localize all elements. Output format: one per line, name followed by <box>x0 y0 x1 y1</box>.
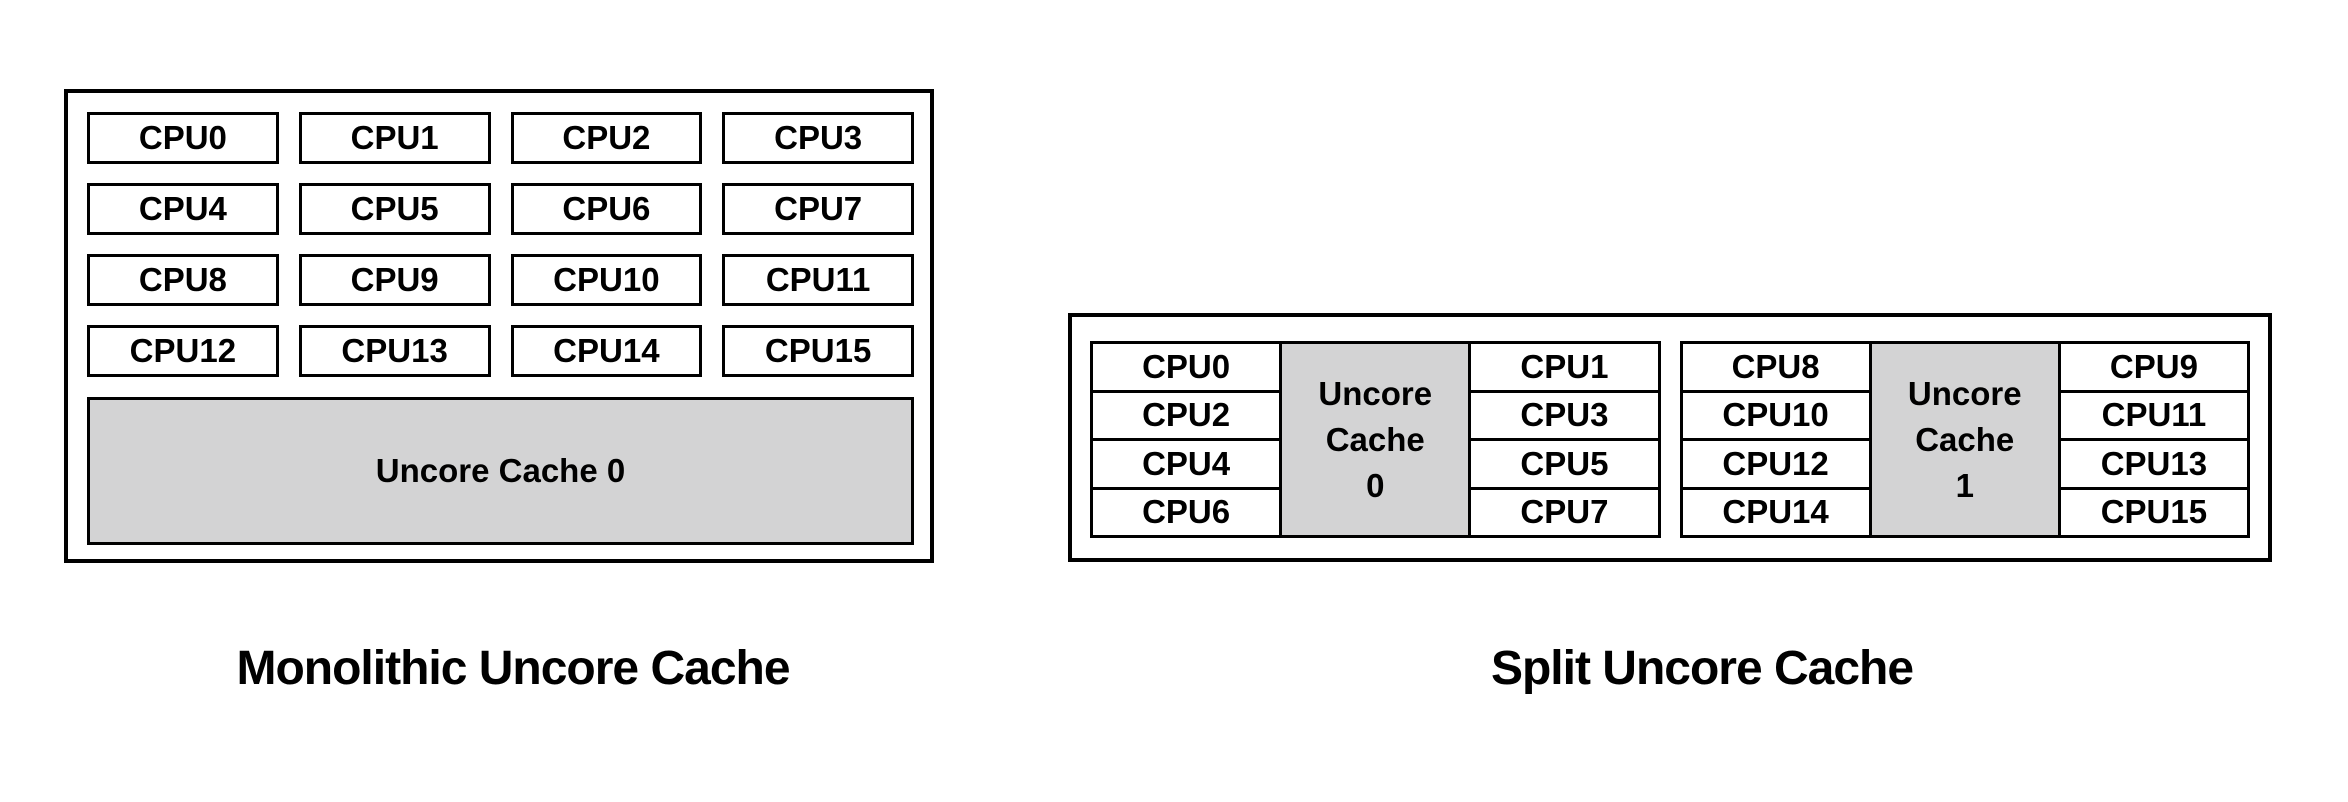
cache-label-line: 0 <box>1366 466 1385 504</box>
split-group-1: Uncore Cache 1 CPU8 CPU9 CPU10 CPU11 CPU… <box>1679 341 2250 538</box>
cpu-cell: CPU13 <box>2060 441 2247 487</box>
cpu-box: CPU3 <box>722 112 914 164</box>
cpu-cell: CPU3 <box>1471 392 1658 438</box>
cpu-box: CPU15 <box>722 325 914 377</box>
cpu-box: CPU1 <box>298 112 491 164</box>
cpu-box: CPU9 <box>298 254 491 306</box>
split-diagram: Uncore Cache 0 CPU0 CPU1 CPU2 CPU3 CPU4 … <box>1068 313 2272 562</box>
cache-label-line: Cache <box>1915 420 2015 458</box>
cpu-cell: CPU0 <box>1093 344 1280 390</box>
cpu-cell: CPU11 <box>2060 392 2247 438</box>
monolithic-diagram: CPU0 CPU1 CPU2 CPU3 CPU4 CPU5 CPU6 CPU7 … <box>64 89 934 563</box>
split-group-0: Uncore Cache 0 CPU0 CPU1 CPU2 CPU3 CPU4 … <box>1090 341 1661 538</box>
cpu-cell: CPU8 <box>1682 344 1869 390</box>
cache-label-line: 1 <box>1955 466 1974 504</box>
cache-label-line: Uncore <box>1318 374 1433 412</box>
uncore-cache-1-box: Uncore Cache 1 <box>1871 344 2058 535</box>
cpu-box: CPU8 <box>87 254 279 306</box>
cpu-cell: CPU6 <box>1093 489 1280 535</box>
cpu-cell: CPU12 <box>1682 441 1869 487</box>
cpu-cell: CPU4 <box>1093 441 1280 487</box>
split-caption: Split Uncore Cache <box>1490 642 1914 695</box>
cpu-box: CPU4 <box>87 183 279 235</box>
cpu-box: CPU11 <box>722 254 914 306</box>
cpu-cell: CPU5 <box>1471 441 1658 487</box>
cpu-cell: CPU10 <box>1682 392 1869 438</box>
cpu-box: CPU5 <box>298 183 491 235</box>
cpu-box: CPU10 <box>510 254 703 306</box>
cpu-cell: CPU15 <box>2060 489 2247 535</box>
monolithic-cpu-grid: CPU0 CPU1 CPU2 CPU3 CPU4 CPU5 CPU6 CPU7 … <box>87 112 914 377</box>
cpu-box: CPU14 <box>510 325 703 377</box>
cache-label-line: Cache <box>1325 420 1425 458</box>
cpu-cell: CPU9 <box>2060 344 2247 390</box>
cpu-box: CPU7 <box>722 183 914 235</box>
monolithic-caption: Monolithic Uncore Cache <box>236 642 790 695</box>
cpu-box: CPU13 <box>298 325 491 377</box>
cpu-cell: CPU2 <box>1093 392 1280 438</box>
cpu-box: CPU0 <box>87 112 279 164</box>
uncore-cache-0-box: Uncore Cache 0 <box>87 397 914 545</box>
uncore-cache-0-box: Uncore Cache 0 <box>1282 344 1469 535</box>
cpu-box: CPU12 <box>87 325 279 377</box>
cpu-box: CPU2 <box>510 112 703 164</box>
cpu-cell: CPU1 <box>1471 344 1658 390</box>
cache-label-line: Uncore <box>1907 374 2022 412</box>
cpu-cell: CPU14 <box>1682 489 1869 535</box>
cpu-cell: CPU7 <box>1471 489 1658 535</box>
cpu-box: CPU6 <box>510 183 703 235</box>
